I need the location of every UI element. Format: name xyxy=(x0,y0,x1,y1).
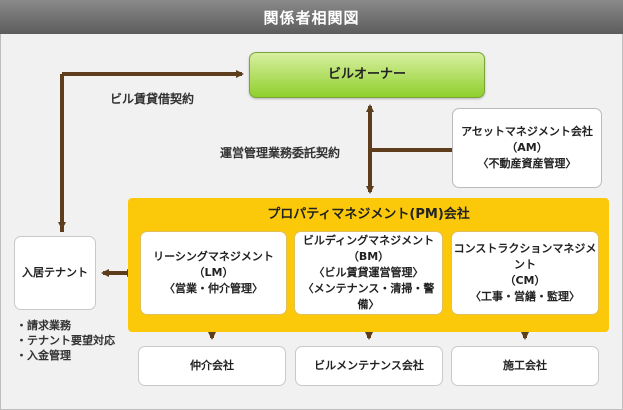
lm-box: リーシングマネジメント （LM） 〈営業・仲介管理〉 xyxy=(140,231,287,315)
bldg-maintenance-label: ビルメンテナンス会社 xyxy=(314,359,424,372)
construction-label: 施工会社 xyxy=(503,359,547,372)
lease-contract-label: ビル賃貸借契約 xyxy=(110,92,195,106)
bm-box: ビルディングマネジメント （BM） 〈ビル賃貸運営管理〉 〈メンテナンス・清掃・… xyxy=(294,231,443,315)
pm-title: プロパティマネジメント(PM)会社 xyxy=(267,207,470,222)
agency-box: 仲介会社 xyxy=(138,346,286,386)
construction-box: 施工会社 xyxy=(451,346,599,386)
am-abbr: （AM） xyxy=(506,141,548,154)
cm-abbr: （CM） xyxy=(504,274,546,287)
bm-role-1: 〈ビル賃貸運営管理〉 xyxy=(313,266,424,279)
tenant-task-item: ・入金管理 xyxy=(16,349,71,362)
tenant-box: 入居テナント xyxy=(14,236,96,310)
bm-role-2: 〈メンテナンス・清掃・警備〉 xyxy=(302,282,435,311)
am-box: アセットマネジメント会社 （AM） 〈不動産資産管理〉 xyxy=(452,108,602,188)
cm-role: 〈工事・営繕・監理〉 xyxy=(470,290,580,303)
tenant-label: 入居テナント xyxy=(22,266,88,279)
cm-name: コンストラクションマネジメント xyxy=(453,242,597,271)
owner-box: ビルオーナー xyxy=(249,52,485,98)
am-name: アセットマネジメント会社 xyxy=(461,125,593,138)
cm-box: コンストラクションマネジメント （CM） 〈工事・営繕・監理〉 xyxy=(451,231,599,315)
management-contract-label: 運営管理業務委託契約 xyxy=(220,146,341,160)
bm-name: ビルディングマネジメント xyxy=(302,234,435,247)
diagram-title: 関係者相関図 xyxy=(0,0,623,34)
bldg-maintenance-box: ビルメンテナンス会社 xyxy=(295,346,443,386)
tenant-task-list: ・請求業務 ・テナント要望対応 ・入金管理 xyxy=(16,318,115,363)
lm-abbr: （LM） xyxy=(193,266,234,279)
bm-abbr: （BM） xyxy=(347,250,390,263)
lm-name: リーシングマネジメント xyxy=(153,250,274,263)
tenant-task-item: ・テナント要望対応 xyxy=(16,334,115,347)
tenant-task-item: ・請求業務 xyxy=(16,319,71,332)
owner-label: ビルオーナー xyxy=(327,67,406,82)
am-role: 〈不動産資産管理〉 xyxy=(477,157,577,170)
agency-label: 仲介会社 xyxy=(190,359,234,372)
lm-role: 〈営業・仲介管理〉 xyxy=(164,282,263,295)
